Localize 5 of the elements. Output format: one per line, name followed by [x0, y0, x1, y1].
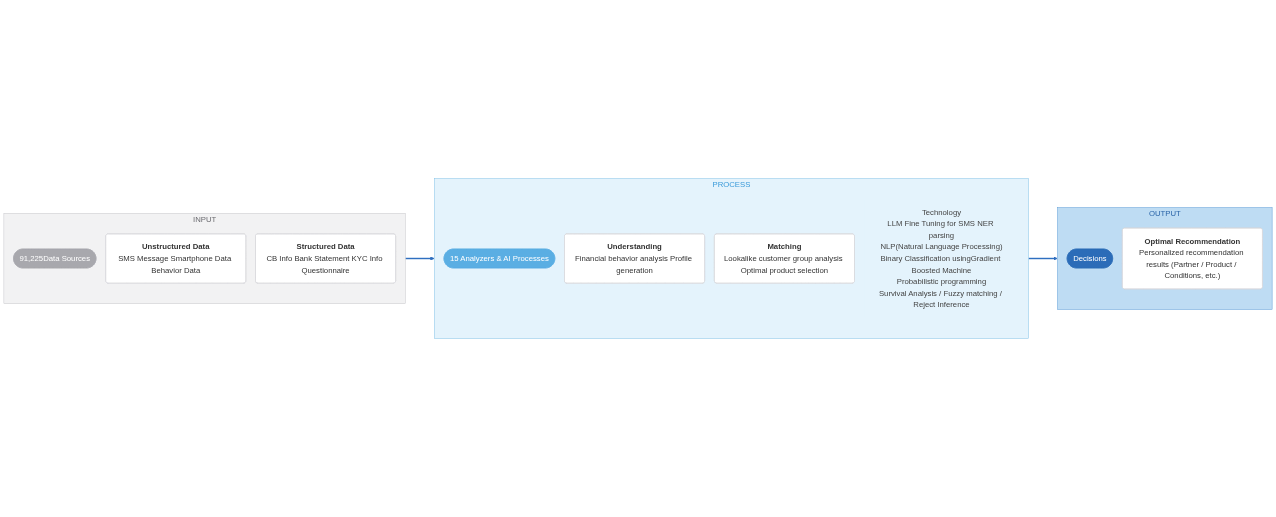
- arrow: [1027, 256, 1058, 261]
- cluster: [1057, 207, 1273, 310]
- cluster: [434, 178, 1029, 339]
- arrow: [404, 256, 435, 261]
- cluster: [3, 213, 406, 304]
